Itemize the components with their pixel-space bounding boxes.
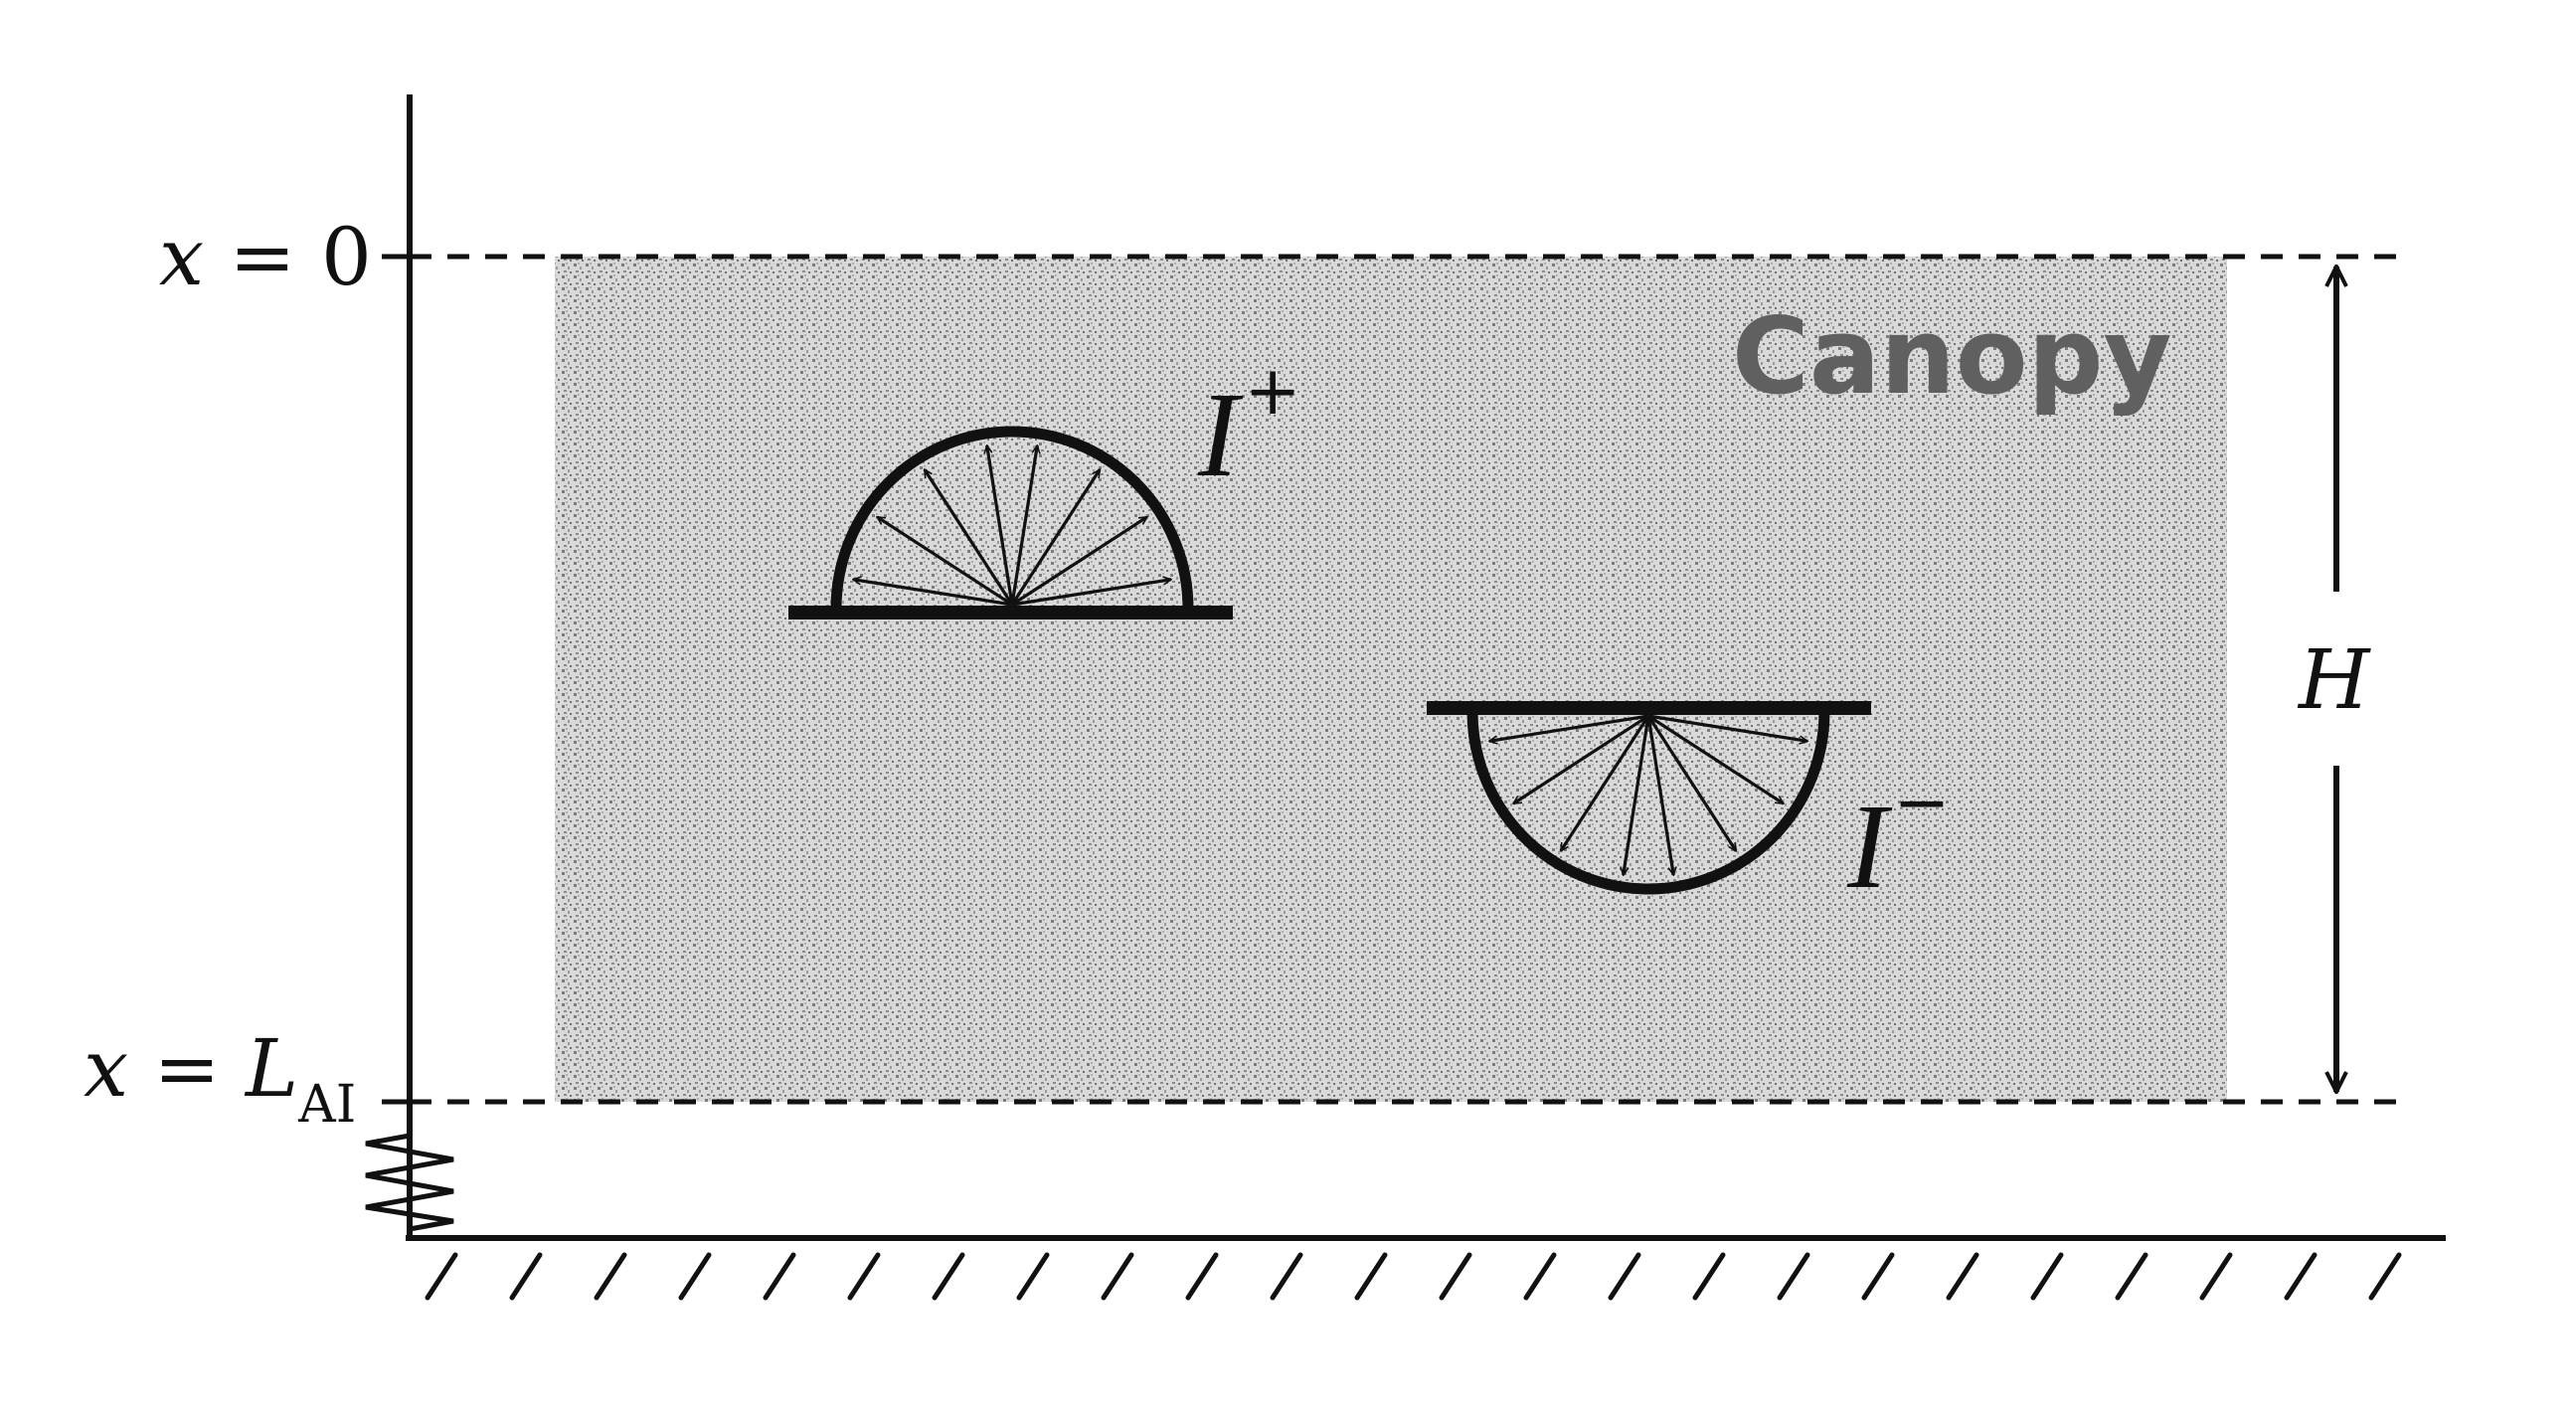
hatch-mark xyxy=(1608,1252,1641,1301)
upward-intensity-label: I+ xyxy=(1197,352,1301,502)
hatch-mark xyxy=(1692,1252,1726,1301)
hatch-mark xyxy=(1354,1252,1388,1301)
hatch-mark xyxy=(1439,1252,1472,1301)
hatch-mark xyxy=(932,1252,965,1301)
hatch-mark xyxy=(1523,1252,1557,1301)
downward-hemisphere-arc xyxy=(1466,711,1830,895)
hatch-mark xyxy=(2368,1252,2402,1301)
hatch-mark xyxy=(1861,1252,1895,1301)
spring-icon xyxy=(365,1133,454,1232)
hatch-mark xyxy=(1777,1252,1810,1301)
upward-ray-arrow xyxy=(877,515,1013,607)
downward-ray-arrow xyxy=(1647,714,1784,805)
label-x-equals-0: x = 0 xyxy=(159,211,372,303)
upward-ray-arrow xyxy=(853,580,1013,607)
downward-intensity-label: I− xyxy=(1846,764,1951,914)
downward-ray-arrow xyxy=(1646,715,1738,851)
downward-ray-arrow xyxy=(1646,715,1673,875)
hemisphere-down-arrows-icon xyxy=(1427,701,1871,895)
canopy-region xyxy=(555,257,2227,1102)
downward-ray-arrow xyxy=(1489,714,1649,741)
hatch-mark xyxy=(594,1252,627,1301)
downward-ray-arrow xyxy=(1624,715,1650,875)
upward-ray-arrow xyxy=(1011,515,1147,607)
hatch-mark xyxy=(1270,1252,1303,1301)
downward-ray-arrow xyxy=(1513,714,1649,805)
upward-ray-arrow xyxy=(987,445,1014,606)
hatch-mark xyxy=(1185,1252,1219,1301)
downward-ray-arrow xyxy=(1647,714,1807,741)
upward-ray-arrow xyxy=(1010,469,1102,606)
hemisphere-up-arrows-icon xyxy=(788,426,1233,620)
hatch-mark xyxy=(678,1252,712,1301)
hatch-mark xyxy=(2284,1252,2318,1301)
label-x-equals-LAI: x = LAI xyxy=(84,1022,356,1135)
hatch-mark xyxy=(847,1252,881,1301)
upward-ray-arrow xyxy=(1011,580,1171,607)
upward-ray-arrow xyxy=(1010,445,1037,606)
hatch-mark xyxy=(2199,1252,2233,1301)
hatch-mark xyxy=(1946,1252,1979,1301)
upward-hemisphere-arc xyxy=(830,426,1194,610)
ground-hatch-icon xyxy=(425,1252,2402,1301)
height-label-H: H xyxy=(2297,633,2371,728)
hatch-mark xyxy=(425,1252,458,1301)
upward-ray-arrow xyxy=(923,469,1014,606)
downward-ray-arrow xyxy=(1559,715,1650,851)
hatch-mark xyxy=(763,1252,796,1301)
hatch-mark xyxy=(2115,1252,2148,1301)
hatch-mark xyxy=(1101,1252,1134,1301)
hatch-mark xyxy=(2030,1252,2064,1301)
hatch-mark xyxy=(1016,1252,1050,1301)
canopy-label: Canopy xyxy=(1732,295,2172,418)
hatch-mark xyxy=(509,1252,543,1301)
